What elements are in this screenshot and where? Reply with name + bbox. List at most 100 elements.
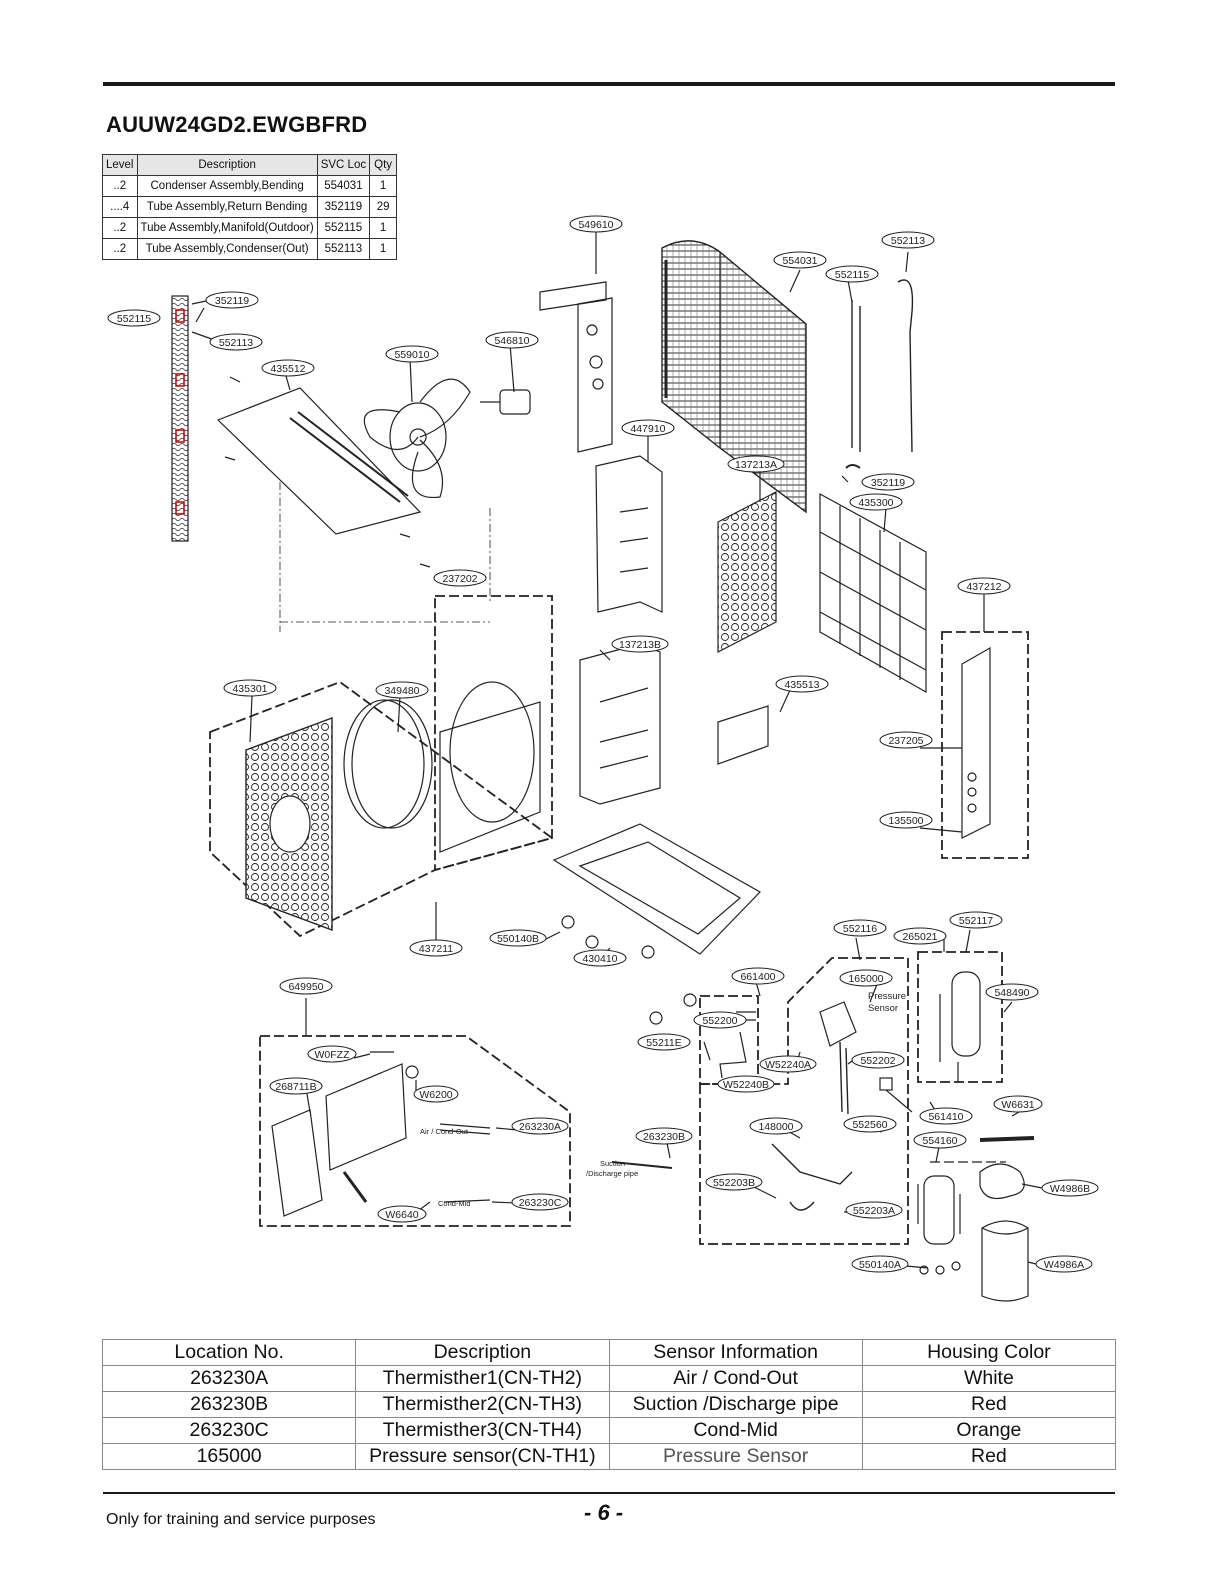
svg-text:165000: 165000: [848, 973, 883, 985]
sensor-cell: 165000: [101, 1443, 357, 1470]
part-label: 552115: [107, 309, 161, 327]
svg-text:148000: 148000: [758, 1121, 793, 1133]
svc-header-description: Description: [136, 154, 318, 176]
svc-table: Level Description SVC Loc Qty ..2 Conden…: [102, 154, 398, 260]
part-label: 559010: [385, 345, 439, 363]
svc-cell: 352119: [316, 196, 371, 218]
svc-cell: 552113: [316, 238, 371, 260]
part-label: 137213A: [727, 455, 785, 473]
sensor-cell: Suction /Discharge pipe: [608, 1391, 863, 1418]
footer-note: Only for training and service purposes: [106, 1511, 376, 1528]
table-row: 263230A Thermisther1(CN-TH2) Air / Cond-…: [101, 1365, 1117, 1392]
svc-header-qty: Qty: [369, 154, 398, 176]
svg-text:W6631: W6631: [1001, 1099, 1034, 1111]
part-label: 148000: [749, 1117, 803, 1135]
sensor-cell: 263230B: [101, 1391, 357, 1418]
exploded-parts-diagram: 549610 552113 554031 552115 352119 55211…: [107, 215, 1099, 1302]
table-row: ..2 Tube Assembly,Condenser(Out) 552113 …: [102, 238, 398, 260]
part-label: 552200: [693, 1011, 747, 1029]
part-label: 237205: [879, 731, 933, 749]
svg-text:552203A: 552203A: [853, 1205, 895, 1217]
top-rule: [103, 82, 1115, 86]
svg-text:W4986B: W4986B: [1050, 1183, 1090, 1195]
part-label: 661400: [731, 967, 785, 985]
bottom-rule: [103, 1492, 1115, 1494]
part-label: 263230C: [511, 1193, 569, 1211]
svg-text:550140A: 550140A: [859, 1259, 901, 1271]
part-label: W52240B: [717, 1075, 775, 1093]
svg-text:546810: 546810: [494, 335, 529, 347]
sensor-cell: Thermisther2(CN-TH3): [355, 1391, 610, 1418]
svg-text:349480: 349480: [384, 685, 419, 697]
svg-text:552116: 552116: [843, 923, 877, 935]
sensor-header: Sensor Information: [608, 1339, 863, 1366]
svg-text:263230C: 263230C: [519, 1197, 562, 1209]
part-label: W52240A: [759, 1055, 817, 1073]
diagram-drawing: [171, 228, 1045, 1302]
svc-cell: Tube Assembly,Condenser(Out): [136, 238, 318, 260]
svg-text:661400: 661400: [740, 971, 775, 983]
part-label: 263230A: [511, 1117, 569, 1135]
annotation: Air / Cond-Out: [420, 1127, 469, 1136]
svg-text:W6640: W6640: [385, 1209, 418, 1221]
annotation: Suction: [600, 1159, 625, 1168]
part-label: 435513: [775, 675, 829, 693]
sensor-cell: Cond-Mid: [608, 1417, 863, 1444]
svg-text:435512: 435512: [270, 363, 305, 375]
part-label: W4986B: [1041, 1179, 1099, 1197]
svg-text:552203B: 552203B: [713, 1177, 755, 1189]
svg-text:549610: 549610: [578, 219, 613, 231]
svc-cell: 552115: [316, 217, 371, 239]
svg-text:552115: 552115: [835, 269, 869, 281]
part-label: 447910: [621, 419, 675, 437]
svg-text:554031: 554031: [782, 255, 817, 267]
part-label: 55211E: [637, 1033, 691, 1051]
svg-text:550140B: 550140B: [497, 933, 539, 945]
svc-cell: 1: [369, 238, 398, 260]
part-label: 137213B: [611, 635, 669, 653]
sensor-cell: White: [861, 1365, 1117, 1392]
annotation: Cond-Mid: [438, 1199, 471, 1208]
sensor-table-header: Location No. Description Sensor Informat…: [101, 1339, 1117, 1366]
part-label: 237202: [433, 569, 487, 587]
part-label: 554160: [913, 1131, 967, 1149]
svg-text:435513: 435513: [784, 679, 819, 691]
table-row: 263230B Thermisther2(CN-TH3) Suction /Di…: [101, 1391, 1117, 1418]
svg-text:W52240A: W52240A: [765, 1059, 811, 1071]
svg-text:437211: 437211: [419, 943, 453, 955]
svg-text:548490: 548490: [994, 987, 1029, 999]
part-label: W0FZZ: [307, 1045, 357, 1063]
svg-text:552200: 552200: [702, 1015, 737, 1027]
part-label: 552113: [209, 333, 263, 351]
part-label: W6631: [993, 1095, 1043, 1113]
table-row: 263230C Thermisther3(CN-TH4) Cond-Mid Or…: [101, 1417, 1117, 1444]
part-label: 349480: [375, 681, 429, 699]
part-label: 561410: [919, 1107, 973, 1125]
svc-cell: ....4: [102, 196, 138, 218]
svg-text:137213A: 137213A: [735, 459, 777, 471]
model-title: AUUW24GD2.EWGBFRD: [106, 112, 368, 137]
svg-text:268711B: 268711B: [275, 1081, 316, 1093]
svg-text:265021: 265021: [902, 931, 937, 943]
svc-header-level: Level: [102, 154, 138, 176]
svg-text:W52240B: W52240B: [723, 1079, 769, 1091]
part-label: W6200: [413, 1085, 459, 1103]
table-row: ..2 Condenser Assembly,Bending 554031 1: [102, 175, 398, 197]
sensor-cell: Thermisther3(CN-TH4): [355, 1417, 610, 1444]
svg-text:W4986A: W4986A: [1044, 1259, 1084, 1271]
annotation: /Discharge pipe: [586, 1169, 638, 1178]
svg-text:W0FZZ: W0FZZ: [315, 1049, 351, 1061]
svg-text:552115: 552115: [117, 313, 151, 325]
svg-text:352119: 352119: [871, 477, 905, 489]
part-label: 550140A: [851, 1255, 909, 1273]
part-label: 435512: [261, 359, 315, 377]
part-label: 435300: [849, 493, 903, 511]
part-label: 265021: [893, 927, 947, 945]
svg-text:237205: 237205: [888, 735, 923, 747]
sensor-header: Location No.: [101, 1339, 357, 1366]
part-label: 552560: [843, 1115, 897, 1133]
part-label: 552113: [881, 231, 935, 249]
part-label: 649950: [279, 977, 333, 995]
part-label: 552203B: [705, 1173, 763, 1191]
sensor-cell: Pressure Sensor: [608, 1443, 863, 1470]
